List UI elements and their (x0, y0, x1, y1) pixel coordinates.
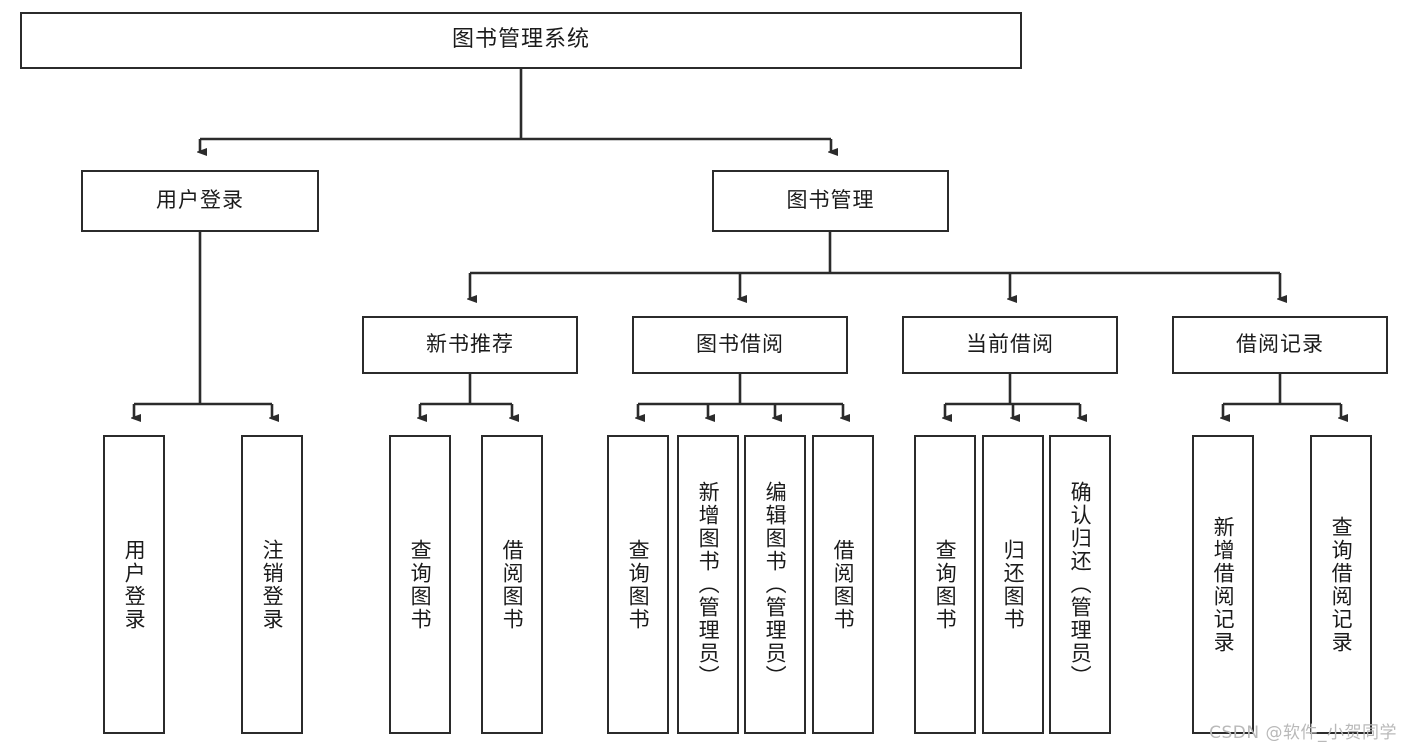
leaf-query-book-borrow-label: 查询图书 (626, 538, 651, 631)
leaf-edit-book-admin-label: 编辑图书（管理员） (763, 481, 788, 688)
node-borrow-record-label: 借阅记录 (1236, 332, 1324, 357)
leaf-logout-login-label: 注销登录 (260, 538, 285, 631)
leaf-logout-login[interactable]: 注销登录 (241, 435, 303, 734)
node-book-borrow[interactable]: 图书借阅 (632, 316, 848, 374)
leaf-query-book-current-label: 查询图书 (933, 538, 958, 631)
leaf-add-borrow-record[interactable]: 新增借阅记录 (1192, 435, 1254, 734)
node-current-borrow-label: 当前借阅 (966, 332, 1054, 357)
leaf-borrow-book-label: 借阅图书 (831, 538, 856, 631)
leaf-add-borrow-record-label: 新增借阅记录 (1211, 515, 1236, 654)
node-book-management[interactable]: 图书管理 (712, 170, 949, 232)
leaf-confirm-return-admin-label: 确认归还（管理员） (1068, 481, 1093, 688)
leaf-borrow-book-recommend-label: 借阅图书 (500, 538, 525, 631)
leaf-query-borrow-record[interactable]: 查询借阅记录 (1310, 435, 1372, 734)
leaf-user-login[interactable]: 用户登录 (103, 435, 165, 734)
node-user-login-label: 用户登录 (156, 188, 244, 213)
leaf-return-book-label: 归还图书 (1001, 538, 1026, 631)
node-root[interactable]: 图书管理系统 (20, 12, 1022, 69)
leaf-query-book-current[interactable]: 查询图书 (914, 435, 976, 734)
node-root-label: 图书管理系统 (451, 27, 590, 53)
node-book-borrow-label: 图书借阅 (696, 332, 784, 357)
leaf-add-book-admin[interactable]: 新增图书（管理员） (677, 435, 739, 734)
leaf-user-login-label: 用户登录 (122, 538, 147, 631)
leaf-add-book-admin-label: 新增图书（管理员） (696, 481, 721, 688)
leaf-query-book-recommend[interactable]: 查询图书 (389, 435, 451, 734)
node-borrow-record[interactable]: 借阅记录 (1172, 316, 1388, 374)
leaf-confirm-return-admin[interactable]: 确认归还（管理员） (1049, 435, 1111, 734)
node-book-management-label: 图书管理 (786, 188, 875, 213)
node-new-book-recommend-label: 新书推荐 (426, 332, 514, 357)
leaf-borrow-book[interactable]: 借阅图书 (812, 435, 874, 734)
leaf-return-book[interactable]: 归还图书 (982, 435, 1044, 734)
node-user-login[interactable]: 用户登录 (81, 170, 319, 232)
leaf-query-book-recommend-label: 查询图书 (408, 538, 433, 631)
leaf-borrow-book-recommend[interactable]: 借阅图书 (481, 435, 543, 734)
leaf-edit-book-admin[interactable]: 编辑图书（管理员） (744, 435, 806, 734)
leaf-query-book-borrow[interactable]: 查询图书 (607, 435, 669, 734)
node-current-borrow[interactable]: 当前借阅 (902, 316, 1118, 374)
leaf-query-borrow-record-label: 查询借阅记录 (1329, 515, 1354, 654)
node-new-book-recommend[interactable]: 新书推荐 (362, 316, 578, 374)
